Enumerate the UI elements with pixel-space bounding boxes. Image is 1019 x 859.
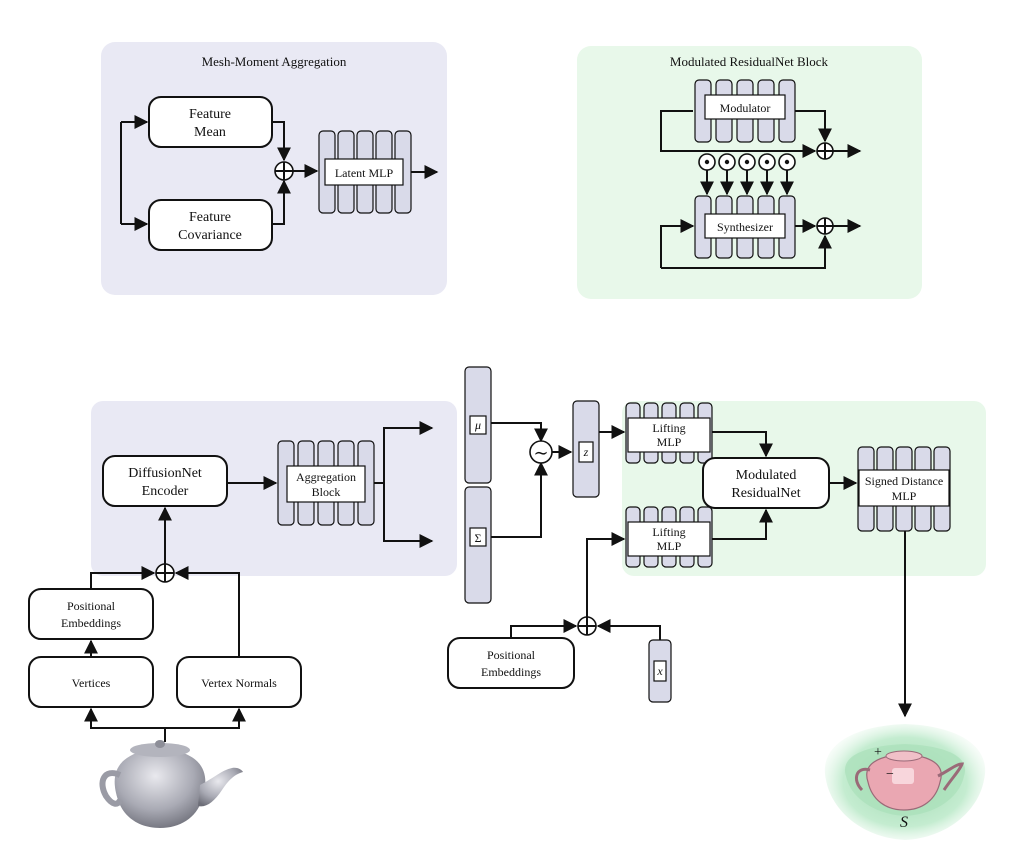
lifting-top-label: Lifting [652, 421, 685, 435]
encoder-positional-embeddings-label: Positional [67, 599, 116, 613]
mu-to-sample-arrow [491, 422, 548, 443]
sigma-to-sample-arrow [491, 461, 548, 538]
modulated-residualnet-label: Modulated [736, 468, 797, 483]
teapot-split-wire [84, 707, 166, 742]
diffusionnet-label-2: Encoder [142, 484, 189, 499]
modulator-label-box [704, 94, 786, 120]
modulated-residualnet-label-2: ResidualNet [731, 486, 800, 501]
aggregation-label: Aggregation [296, 470, 356, 484]
teapot-split-wire-right [165, 707, 246, 729]
encoder-positional-embeddings-label-2: Embeddings [61, 616, 121, 630]
modulator-sum-icon [816, 142, 834, 160]
mu-label-box [469, 415, 487, 435]
encoder-sum-icon [155, 563, 175, 583]
x-to-sum-arrow [596, 619, 661, 640]
lifting-bottom-label: Lifting [652, 525, 685, 539]
modulation-dot-icons [698, 153, 796, 171]
sdf-teapot-icon [824, 724, 986, 840]
modulated-block-title: Modulated ResidualNet Block [670, 54, 829, 69]
decoder-positional-embeddings-box [447, 637, 575, 689]
sdf-s-label: S [900, 814, 908, 831]
decoder-sum-icon [577, 616, 597, 636]
decoder-positional-embeddings-label-2: Embeddings [481, 665, 541, 679]
feature-covariance-label: Feature [189, 210, 231, 225]
normals-to-sum-arrow [174, 566, 240, 657]
synthesizer-label: Synthesizer [717, 220, 773, 234]
lifting-top-to-resnet-arrow [712, 431, 773, 458]
vertices-box [28, 656, 154, 708]
modulation-down-arrows [700, 170, 794, 196]
modulator-label: Modulator [720, 101, 771, 115]
encoder-positional-embeddings-box [28, 588, 154, 640]
modulator-out-wire [795, 110, 832, 143]
decoder-sum-up-wire [586, 532, 626, 617]
cov-to-sum-arrow [272, 179, 291, 225]
z-label-box [578, 441, 594, 463]
sigma-label-box [469, 527, 487, 547]
sdf-minus-label: − [886, 767, 894, 782]
synthesizer-label-box [704, 213, 786, 239]
modulated-block-panel [577, 46, 922, 299]
vertices-label: Vertices [72, 676, 111, 690]
latent-mlp-label: Latent MLP [335, 166, 394, 180]
feature-covariance-label-2: Covariance [178, 228, 242, 243]
lifting-top-label-box [627, 417, 711, 453]
synthesizer-sum-icon [816, 217, 834, 235]
x-label-box [653, 660, 667, 682]
teapot-icon [99, 740, 243, 828]
sigma-label: Σ [475, 531, 482, 545]
lifting-bottom-label-2: MLP [657, 539, 682, 553]
z-label: z [583, 445, 589, 459]
x-label: x [656, 664, 663, 678]
feature-mean-label-2: Mean [194, 125, 226, 140]
lifting-bottom-to-resnet-arrow [712, 508, 773, 540]
signed-distance-label: Signed Distance [865, 474, 943, 488]
vertex-normals-box [176, 656, 302, 708]
aggregation-split-up-arrow [383, 421, 434, 483]
aggregation-split-down-arrow [383, 483, 434, 548]
posemb-to-sum-arrow [90, 566, 156, 589]
sum-icon [274, 161, 294, 181]
decoder-posemb-to-sum-arrow [510, 619, 578, 638]
aggregation-label-box [286, 465, 366, 503]
diffusionnet-label: DiffusionNet [128, 466, 202, 481]
feature-mean-label: Feature [189, 107, 231, 122]
latent-mlp-label-box [324, 158, 404, 186]
mean-to-sum-arrow [272, 121, 291, 162]
decoder-positional-embeddings-label: Positional [487, 648, 536, 662]
mesh-moment-title: Mesh-Moment Aggregation [202, 54, 347, 69]
synthesizer-in-arrow [660, 219, 695, 268]
signed-distance-label-box [858, 469, 950, 507]
mu-label: μ [474, 418, 481, 432]
lifting-top-label-2: MLP [657, 435, 682, 449]
synthesizer-skip-wire [661, 234, 832, 269]
signed-distance-label-2: MLP [892, 489, 917, 503]
aggregation-label-2: Block [312, 485, 341, 499]
lifting-bottom-label-box [627, 521, 711, 557]
sdf-plus-label: + [874, 745, 882, 760]
sample-op-label: ∼ [533, 443, 548, 463]
diffusionnet-box [102, 455, 228, 507]
vertex-normals-label: Vertex Normals [201, 676, 277, 690]
